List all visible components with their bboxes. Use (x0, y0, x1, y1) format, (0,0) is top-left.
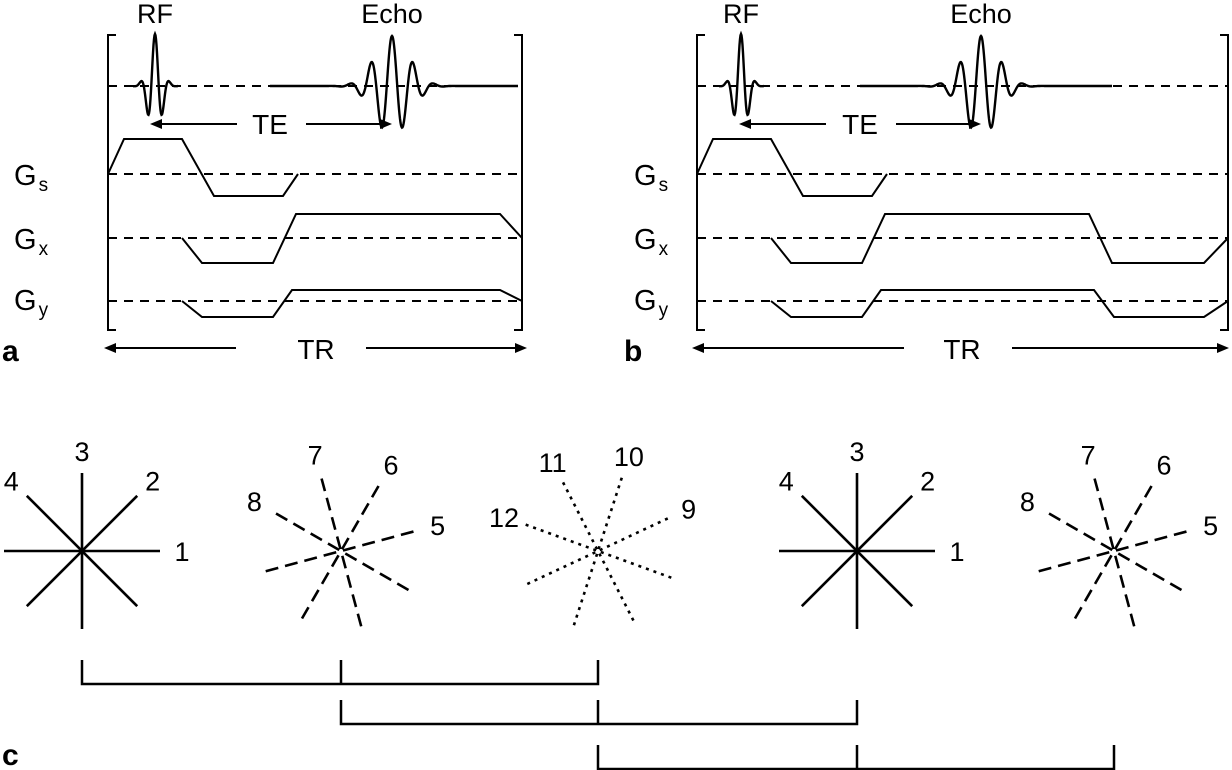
gs-waveform (696, 138, 888, 197)
spoke-number-label: 8 (247, 487, 262, 517)
tr-arrowhead-left (692, 343, 704, 353)
te-label: TE (252, 109, 288, 140)
echo-label: Echo (361, 0, 423, 29)
window-bracket-2 (339, 700, 859, 726)
spoke-line (1038, 529, 1190, 573)
spoke-line (526, 516, 670, 586)
spoke-number-label: 6 (1156, 450, 1171, 480)
rf-pulse (719, 30, 764, 117)
echo-signal (860, 34, 1112, 130)
spoke-number-label: 2 (145, 466, 160, 496)
echo-signal (270, 34, 518, 130)
window-bracket-1 (80, 660, 600, 686)
spoke-number-label: 2 (920, 466, 935, 496)
gx-waveform (181, 213, 523, 264)
te-arrowhead-right (969, 119, 981, 129)
spoke-number-label: 8 (1020, 487, 1035, 517)
tr-label: TR (943, 334, 980, 365)
te-label: TE (842, 109, 878, 140)
spoke-star-3: 9 10 11 12 (489, 442, 696, 626)
spoke-number-label: 4 (4, 466, 19, 496)
right-bracket (1220, 34, 1229, 331)
gx-waveform (770, 213, 1229, 264)
panel-label-c: c (2, 739, 19, 770)
spoke-line (561, 480, 635, 622)
spoke-line (319, 475, 363, 627)
tr-arrowhead-left (104, 343, 116, 353)
spoke-star-4: 1 2 3 4 (779, 437, 965, 629)
spoke-number-label: 12 (489, 503, 519, 533)
rf-label: RF (723, 0, 759, 29)
gy-waveform (770, 289, 1229, 318)
te-arrowhead-left (739, 119, 751, 129)
te-arrowhead-left (150, 119, 162, 129)
spoke-number-label: 11 (539, 448, 567, 478)
spoke-number-label: 6 (383, 450, 398, 480)
spoke-star-1: 1 2 3 4 (4, 437, 190, 629)
tr-label: TR (297, 334, 334, 365)
spoke-number-label: 5 (1203, 511, 1218, 541)
te-arrowhead-right (380, 119, 392, 129)
spoke-number-label: 4 (779, 466, 794, 496)
spoke-line (265, 529, 417, 573)
spoke-line (272, 510, 410, 592)
spoke-number-label: 3 (849, 437, 864, 467)
spoke-number-label: 9 (681, 495, 696, 525)
spoke-line (800, 494, 914, 608)
left-bracket (107, 34, 116, 331)
spoke-line (572, 476, 624, 626)
tr-arrowhead-right (1217, 343, 1229, 353)
spoke-number-label: 10 (614, 442, 644, 472)
window-bracket-3 (596, 745, 1116, 770)
spoke-line (1092, 475, 1136, 627)
spoke-number-label: 1 (949, 537, 964, 567)
tr-arrowhead-right (515, 343, 527, 353)
gy-waveform (181, 289, 523, 318)
spoke-line (1073, 482, 1155, 620)
spoke-number-label: 7 (1081, 440, 1096, 470)
rf-pulse (133, 30, 178, 117)
spoke-number-label: 7 (308, 440, 323, 470)
rf-label: RF (137, 0, 173, 29)
echo-label: Echo (950, 0, 1012, 29)
panel-label-b: b (624, 335, 642, 368)
panel-label-a: a (2, 335, 19, 368)
spoke-star-5: 5 6 7 8 (1020, 440, 1218, 627)
gs-waveform (107, 138, 299, 197)
spoke-star-2: 5 6 7 8 (247, 440, 445, 627)
spoke-line (524, 523, 672, 579)
left-bracket (696, 34, 705, 331)
spoke-number-label: 1 (174, 537, 189, 567)
right-bracket (514, 34, 523, 331)
spoke-number-label: 5 (430, 511, 445, 541)
spoke-line (300, 482, 382, 620)
spoke-line (1045, 510, 1183, 592)
spoke-line (25, 494, 139, 608)
spoke-number-label: 3 (74, 437, 89, 467)
